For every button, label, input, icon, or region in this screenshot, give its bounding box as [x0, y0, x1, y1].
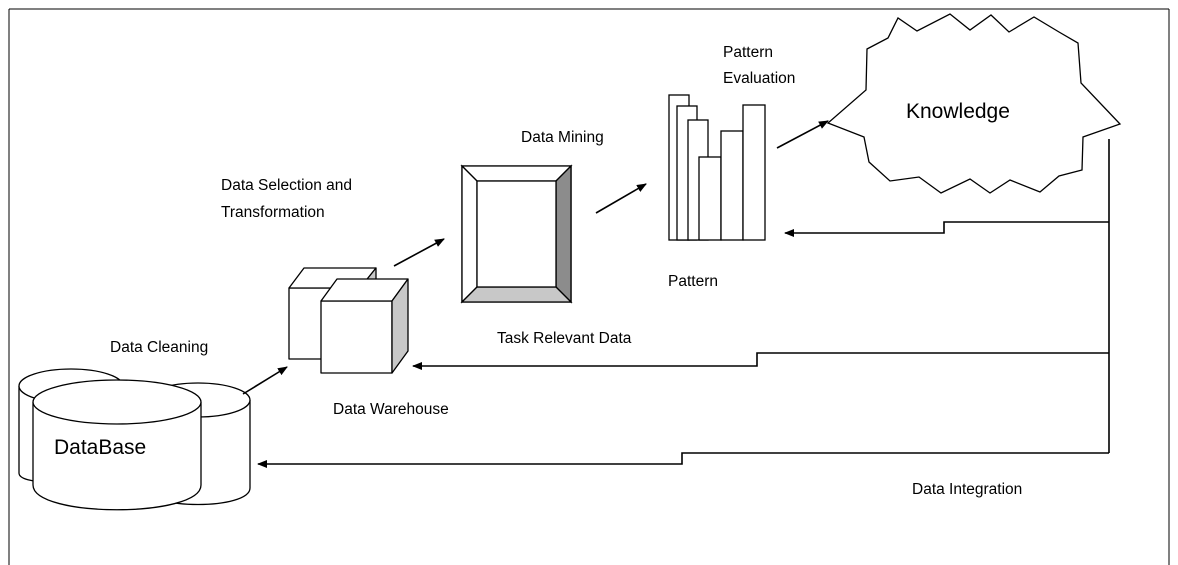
feedback-to-database: [257, 452, 1109, 468]
data-mining-frame-icon: [460, 164, 573, 304]
database-label: DataBase: [54, 436, 146, 459]
data-integration-label: Data Integration: [912, 481, 1022, 498]
arrow-warehouse-to-mining: [393, 238, 445, 267]
data-mining-label: Data Mining: [521, 129, 604, 146]
feedback-lines: [257, 139, 1110, 468]
knowledge-cloud-icon: [826, 13, 1122, 194]
arrow-cleaning-to-warehouse: [242, 366, 288, 395]
data-warehouse-cubes-icon: [288, 267, 409, 374]
arrow-pattern-to-knowledge: [776, 120, 829, 149]
feedback-to-warehouse: [412, 352, 1109, 370]
database-icon: [18, 368, 251, 511]
flow-arrows: [242, 120, 829, 395]
arrow-mining-to-pattern: [595, 183, 647, 214]
pattern-label: Pattern: [668, 273, 718, 290]
pattern-evaluation-label-line1: Pattern: [723, 44, 773, 61]
selection-label-line1: Data Selection and: [221, 177, 352, 194]
selection-label-line2: Transformation: [221, 204, 325, 221]
data-warehouse-label: Data Warehouse: [333, 401, 449, 418]
frame-border: [8, 8, 1170, 565]
pattern-evaluation-label-line2: Evaluation: [723, 70, 795, 87]
task-relevant-data-label: Task Relevant Data: [497, 330, 632, 347]
data-cleaning-label: Data Cleaning: [110, 339, 208, 356]
knowledge-label: Knowledge: [906, 100, 1010, 123]
pattern-bars-icon: [668, 94, 766, 241]
feedback-to-pattern: [784, 221, 1109, 237]
